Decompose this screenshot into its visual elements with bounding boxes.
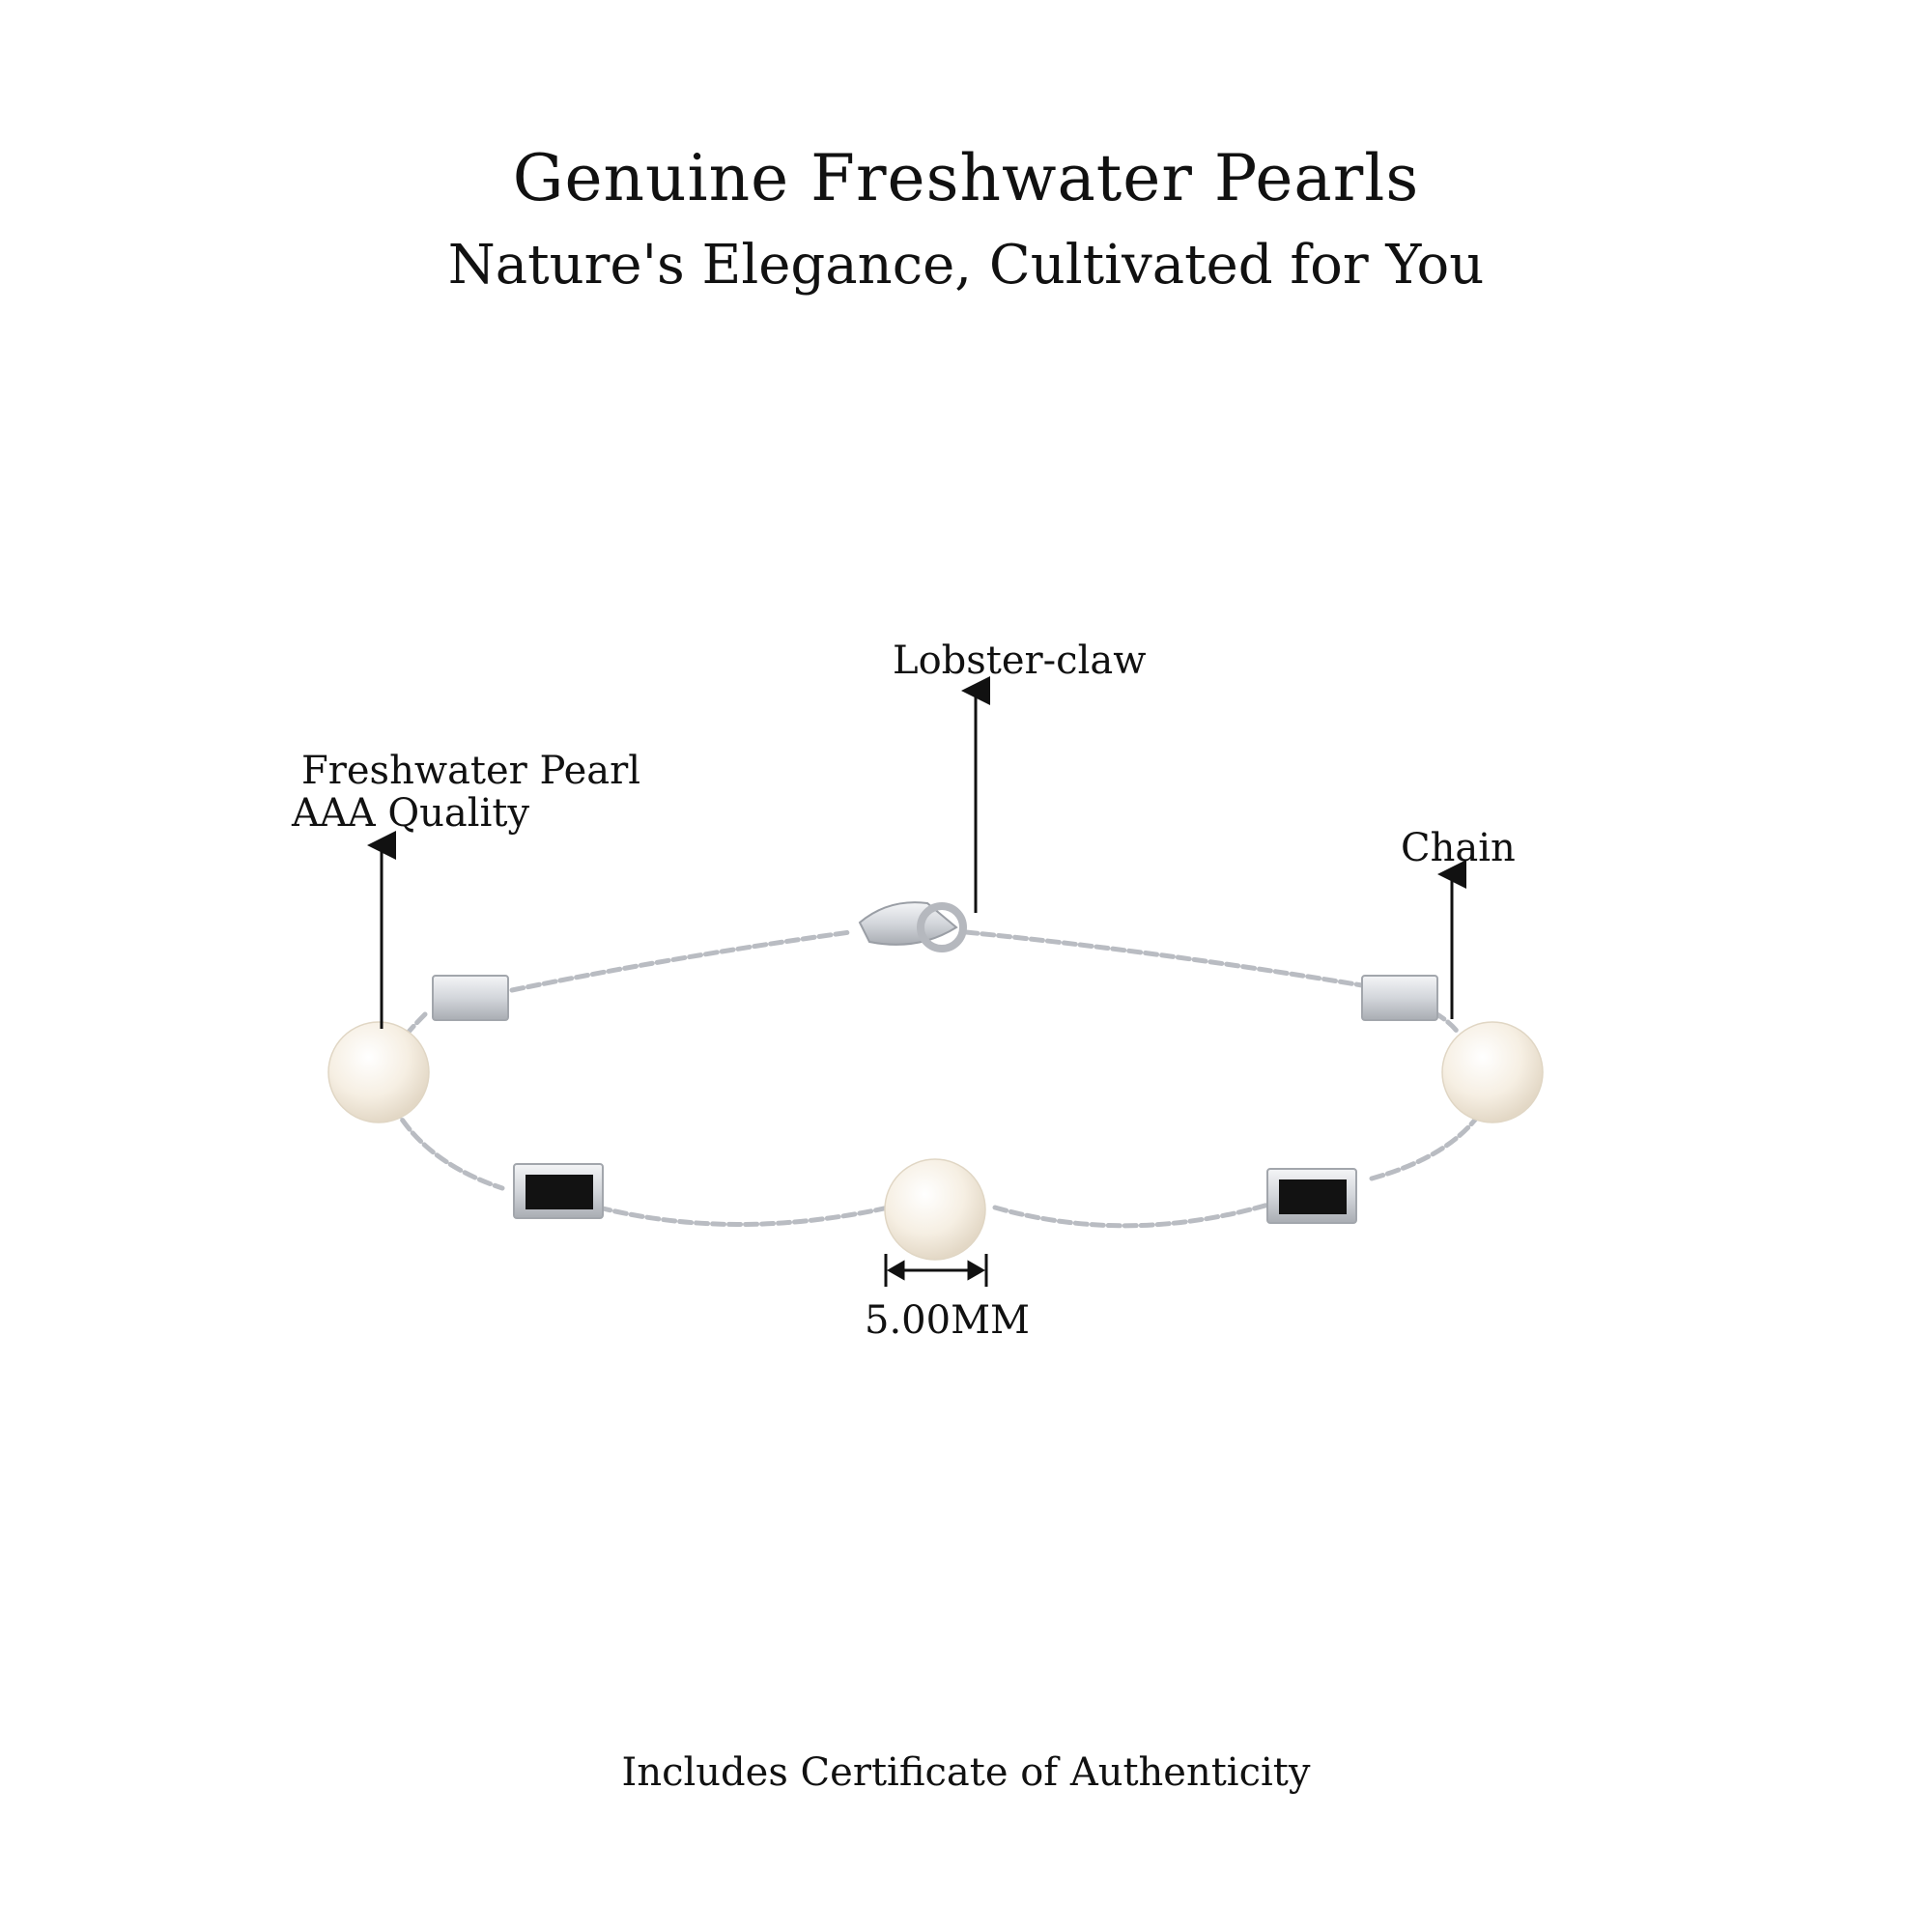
pearl-size-dimension: [884, 1254, 988, 1287]
lobster-claw-clasp: [858, 901, 967, 952]
pearl-right: [1441, 1021, 1544, 1123]
pearl-label-line2: AAA Quality: [292, 791, 530, 836]
pearl-left: [327, 1021, 430, 1123]
pearl-label-line1: Freshwater Pearl: [301, 749, 641, 793]
onyx-bar-station-left: [513, 1163, 604, 1219]
chain-label: Chain: [1401, 826, 1516, 870]
pearl-center: [884, 1158, 986, 1261]
page-title: Genuine Freshwater Pearls: [512, 141, 1420, 215]
certificate-note: Includes Certificate of Authenticity: [621, 1750, 1311, 1795]
silver-bar-station-left: [432, 975, 509, 1021]
silver-bar-station-right: [1361, 975, 1438, 1021]
pearl-size-label: 5.00MM: [865, 1298, 1030, 1343]
page-subtitle: Nature's Elegance, Cultivated for You: [447, 234, 1485, 297]
onyx-bar-station-right: [1266, 1168, 1357, 1224]
clasp-label: Lobster-claw: [893, 639, 1147, 683]
